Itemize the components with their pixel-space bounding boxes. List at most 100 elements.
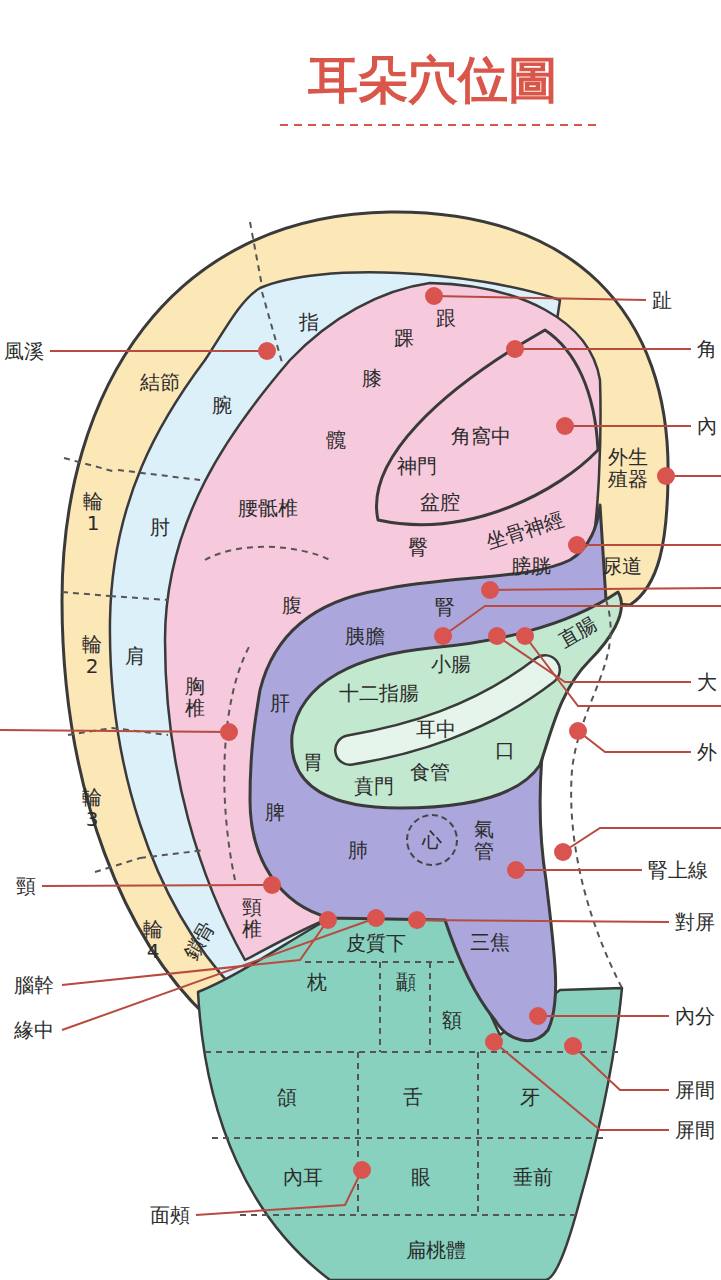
acupoint-dots bbox=[220, 287, 675, 1179]
drawing-part bbox=[568, 536, 586, 554]
point-label: 結節 bbox=[140, 371, 180, 394]
point-label: 屏間 bbox=[675, 1119, 715, 1142]
drawing-part bbox=[417, 920, 669, 922]
point-label: 頸椎 bbox=[242, 896, 262, 940]
point-label: 頸 bbox=[16, 875, 36, 898]
drawing-part bbox=[571, 600, 622, 988]
point-label: 肘 bbox=[150, 516, 170, 539]
title-rule bbox=[280, 125, 600, 126]
ear-regions bbox=[62, 212, 668, 1280]
drawing-part bbox=[224, 645, 250, 880]
point-label: 趾 bbox=[652, 289, 672, 312]
point-label: 肝 bbox=[270, 692, 290, 715]
drawing-part bbox=[196, 1170, 362, 1215]
drawing-part bbox=[367, 909, 385, 927]
drawing-part bbox=[319, 911, 337, 929]
drawing-part bbox=[250, 222, 262, 286]
point-label: 跟 bbox=[436, 307, 456, 330]
drawing-part bbox=[578, 731, 691, 752]
triangular-fossa bbox=[377, 330, 598, 525]
drawing-part bbox=[554, 843, 572, 861]
drawing-part bbox=[556, 417, 574, 435]
point-label: 膝 bbox=[362, 367, 382, 390]
point-label: 胰膽 bbox=[345, 625, 385, 648]
drawing-part bbox=[62, 592, 110, 596]
point-label: 耳中 bbox=[416, 718, 456, 741]
point-label: 內分 bbox=[675, 1005, 715, 1028]
point-label: 屏間 bbox=[675, 1079, 715, 1102]
point-label: 盆腔 bbox=[420, 491, 460, 514]
point-label: 枕 bbox=[307, 971, 327, 994]
point-label: 風溪 bbox=[4, 340, 44, 363]
drawing-part bbox=[240, 1214, 580, 1216]
drawing-part bbox=[573, 1046, 669, 1090]
point-label: 舌 bbox=[403, 1086, 423, 1109]
leader-lines bbox=[0, 296, 721, 1215]
drawing-part bbox=[0, 730, 229, 732]
drawing-part bbox=[220, 723, 238, 741]
drawing-part bbox=[118, 470, 200, 480]
point-label: 指 bbox=[299, 311, 319, 334]
point-label: 皮質下 bbox=[346, 932, 406, 955]
point-label: 牙 bbox=[520, 1086, 540, 1109]
drawing-part bbox=[263, 876, 281, 894]
drawing-part bbox=[62, 918, 376, 1030]
drawing-part bbox=[657, 467, 675, 485]
drawing-part bbox=[353, 1161, 371, 1179]
drawing-part bbox=[477, 1052, 479, 1215]
point-label: 胸椎 bbox=[185, 675, 205, 719]
point-label: 坐骨神經 bbox=[483, 507, 566, 554]
point-label: 角 bbox=[697, 338, 717, 361]
point-label: 踝 bbox=[394, 327, 414, 350]
drawing-part bbox=[485, 1033, 503, 1051]
point-label: 腦幹 bbox=[14, 974, 54, 997]
point-label: 膀胱 bbox=[511, 555, 551, 578]
point-label: 顳 bbox=[396, 971, 416, 994]
zone-dividers bbox=[62, 222, 622, 1215]
chart-title: 耳朵穴位圖 bbox=[308, 47, 558, 114]
point-label: 輪 1 bbox=[83, 490, 103, 534]
drawing-part bbox=[569, 722, 587, 740]
point-label: 眼 bbox=[411, 1166, 431, 1189]
drawing-part bbox=[140, 850, 205, 858]
drawing-part bbox=[506, 340, 524, 358]
point-label: 腰骶椎 bbox=[238, 497, 298, 520]
point-label: 外生殖器 bbox=[608, 446, 648, 490]
point-label: 面頰 bbox=[150, 1204, 190, 1227]
point-label: 內 bbox=[697, 415, 717, 438]
point-label: 肩 bbox=[125, 645, 145, 668]
drawing-part bbox=[379, 962, 381, 1052]
point-label: 額 bbox=[442, 1009, 462, 1032]
drawing-part bbox=[50, 350, 267, 352]
drawing-part bbox=[408, 911, 426, 929]
concha-region bbox=[250, 505, 606, 1041]
circle-text: 心 bbox=[422, 827, 442, 854]
drawing-part bbox=[515, 348, 691, 350]
drawing-part bbox=[494, 1042, 669, 1130]
drawing-part bbox=[425, 287, 443, 305]
drawing-part bbox=[488, 627, 506, 645]
drawing-part bbox=[64, 458, 116, 472]
point-label: 賁門 bbox=[354, 775, 394, 798]
drawing-part bbox=[205, 1051, 618, 1053]
point-label: 髖 bbox=[326, 429, 346, 452]
point-label: 腹 bbox=[282, 594, 302, 617]
point-label: 外 bbox=[697, 741, 717, 764]
drawing-part bbox=[490, 588, 721, 590]
point-label: 食管 bbox=[410, 761, 450, 784]
point-label: 三焦 bbox=[470, 931, 510, 954]
point-label: 直腸 bbox=[555, 612, 601, 652]
drawing-part bbox=[516, 627, 534, 645]
drawing-part bbox=[529, 1007, 547, 1025]
drawing-part bbox=[258, 342, 276, 360]
point-label: 腎上線 bbox=[648, 859, 708, 882]
point-label: 腕 bbox=[212, 394, 232, 417]
point-label: 輪 3 bbox=[82, 786, 102, 830]
point-label: 輪 2 bbox=[82, 633, 102, 677]
drawing-part bbox=[280, 124, 600, 126]
point-label: 大 bbox=[697, 671, 717, 694]
point-label: 扁桃體 bbox=[406, 1239, 466, 1262]
point-label: 對屏 bbox=[675, 911, 715, 934]
point-label: 神門 bbox=[397, 455, 437, 478]
